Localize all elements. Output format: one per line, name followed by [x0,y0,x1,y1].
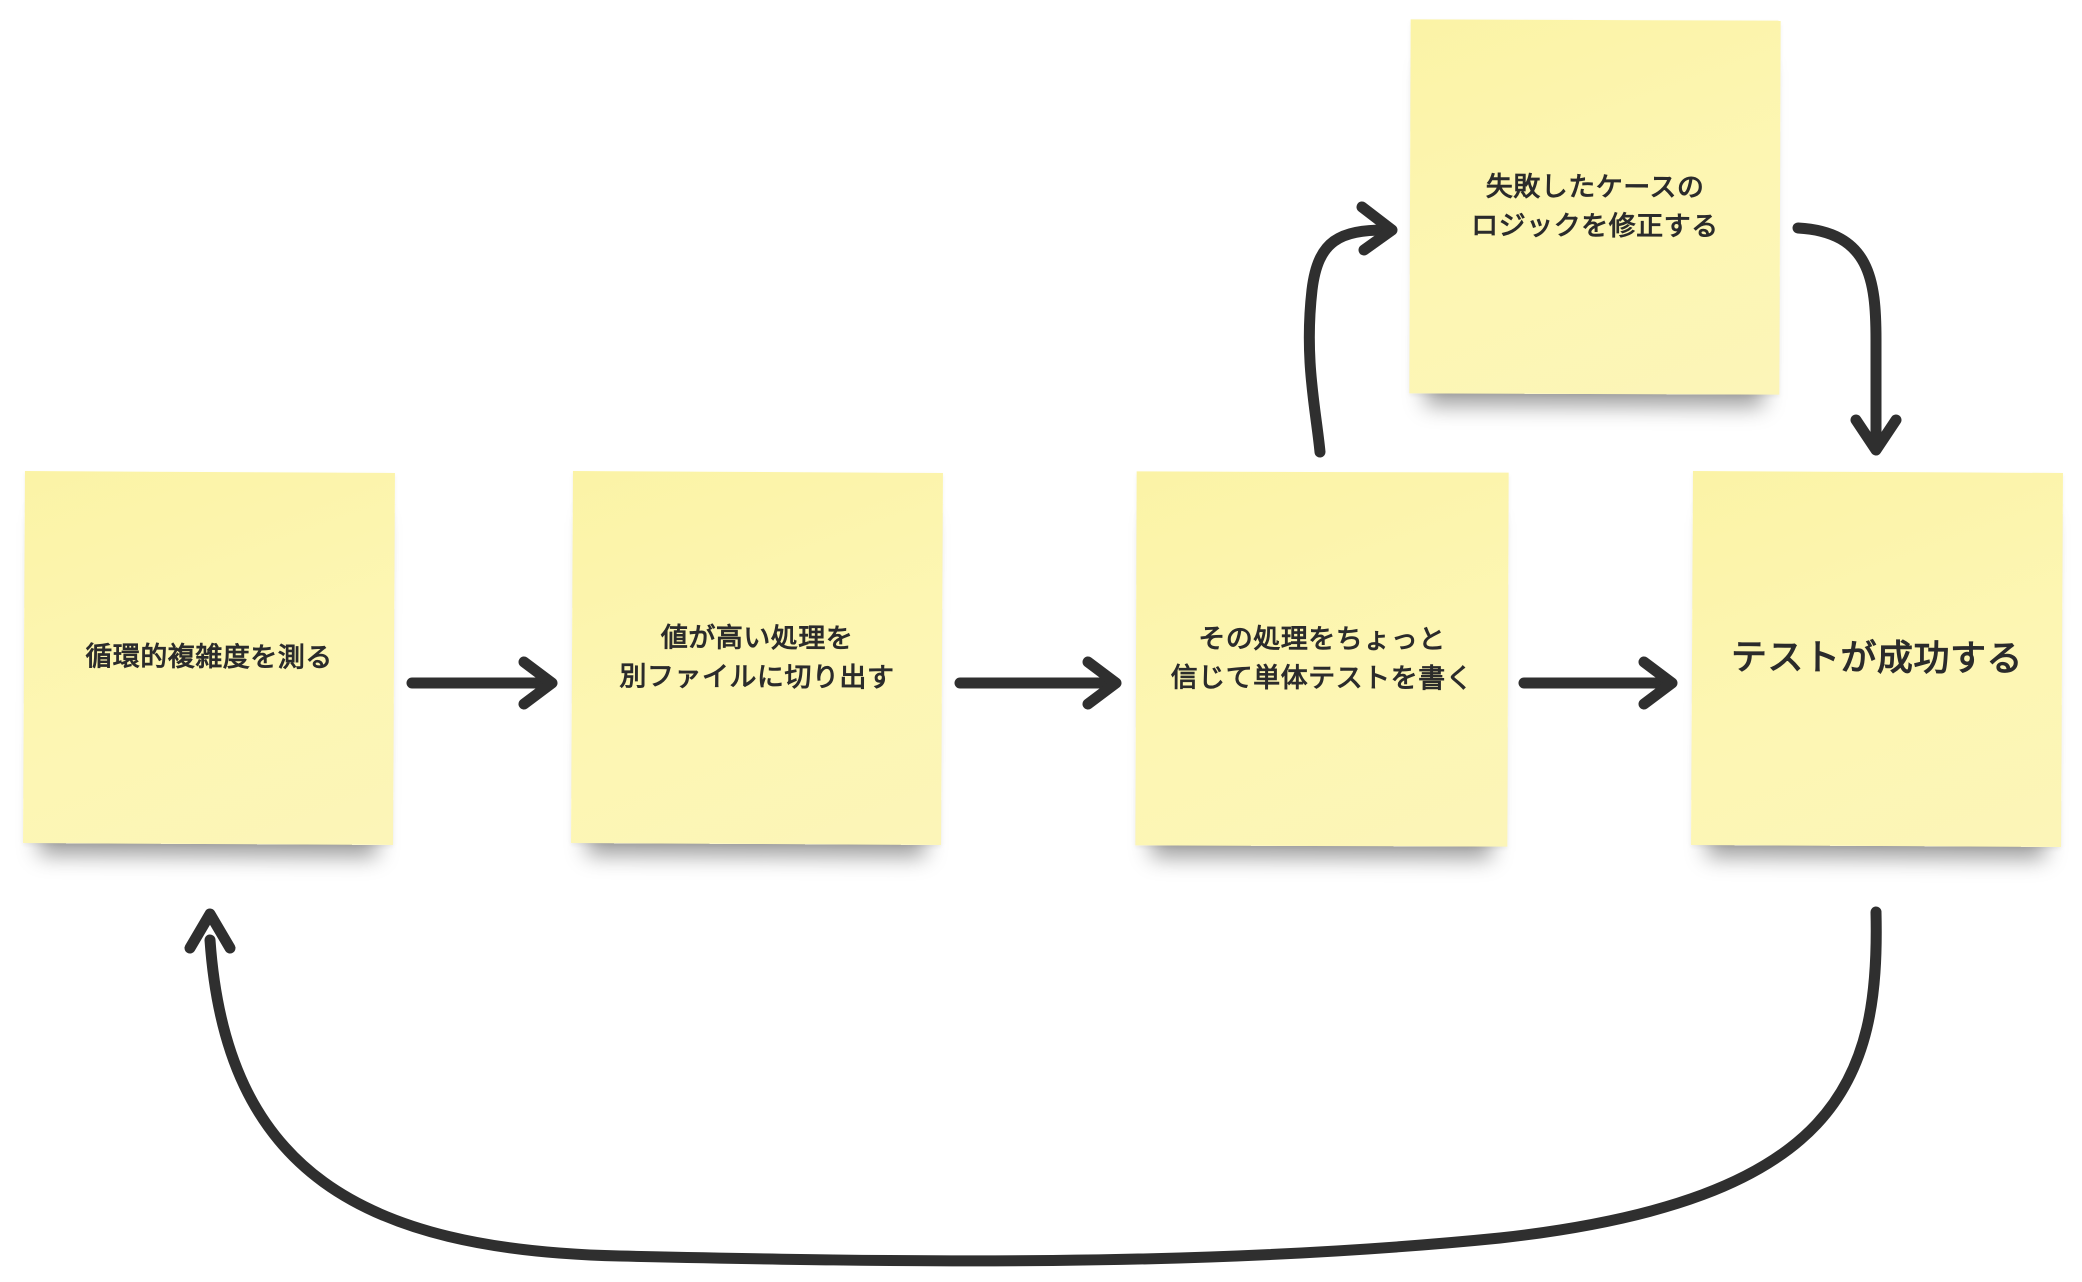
note-write-unit-test: その処理をちょっと 信じて単体テストを書く [1135,471,1509,847]
arrowhead-extract-to-unit-test [1082,656,1122,710]
arrowhead-unit-test-to-success [1638,656,1678,710]
note-measure-complexity: 循環的複雑度を測る [23,471,395,845]
arrowhead-measure-to-extract [518,656,558,710]
note-test-success-label: テストが成功する [1730,637,2024,680]
note-fix-logic-label: 失敗したケースの ロジックを修正する [1471,171,1719,243]
note-extract-process-label: 値が高い処理を 別ファイルに切り出す [619,622,895,694]
arrow-success-to-measure [204,906,1882,1267]
note-extract-process: 値が高い処理を 別ファイルに切り出す [571,471,943,845]
arrowhead-fix-to-success [1850,414,1902,456]
arrowhead-unit-test-to-fix [1356,201,1398,256]
arrow-unit-test-to-fix [1303,224,1392,458]
note-write-unit-test-label: その処理をちょっと 信じて単体テストを書く [1170,623,1474,695]
note-test-success: テストが成功する [1691,471,2063,847]
arrowhead-success-to-measure [184,908,236,954]
note-fix-logic: 失敗したケースの ロジックを修正する [1409,19,1781,395]
note-measure-complexity-label: 循環的複雑度を測る [85,641,333,675]
arrow-fix-to-success [1792,222,1882,452]
